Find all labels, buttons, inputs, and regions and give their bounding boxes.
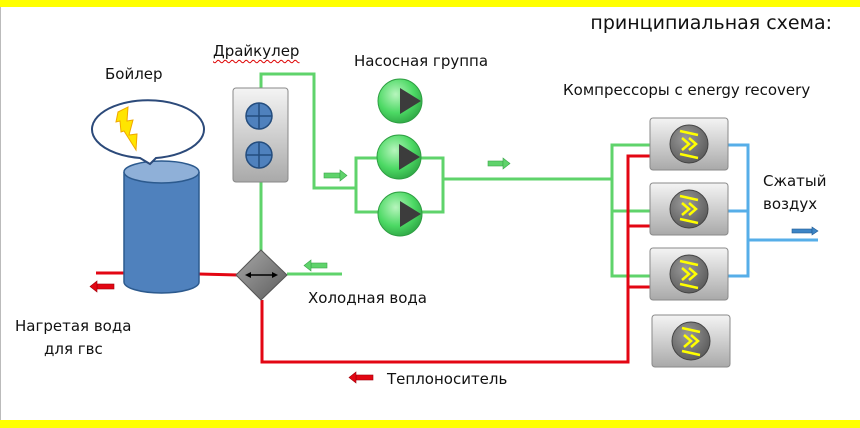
pipe-pump-outlet-manifold [420,156,445,214]
compressor-unit [649,117,729,171]
flow-arrow-heated-water [89,280,115,293]
label-boiler: Бойлер [105,65,163,83]
label-pump-group: Насосная группа [354,52,489,70]
flow-arrow-heat-carrier [348,371,374,384]
diagram-title: принципиальная схема: [590,12,832,34]
label-compressors: Компрессоры с energy recovery [563,81,811,99]
flow-arrow-compressed-air [791,226,819,236]
flow-arrow-pump-inlet [323,169,348,182]
pump-icon [377,191,423,237]
pipe-drycooler-to-pumps [259,72,356,190]
label-compressed-air-2: воздух [763,195,818,213]
drycooler-unit [232,87,289,183]
left-border [0,7,1,420]
pump-icon [377,78,423,124]
flow-arrow-cold-water [303,259,328,272]
label-heated-water-2-text: для гвс [44,340,103,358]
label-heated-water-1: Нагретая вода [15,317,132,335]
label-compressed-air-1: Сжатый [763,172,827,190]
lightning-icon [115,106,138,152]
flow-arrow-to-compressors [487,157,511,170]
label-heat-carrier: Теплоноситель [387,370,508,388]
label-cold-water: Холодная вода [308,289,427,307]
compressor-unit [649,182,729,236]
label-drycooler-text: Драйкулер [213,42,300,60]
top-frame-bar [0,0,860,7]
boiler-tank [123,160,200,294]
label-heated-water-2: для гвс [44,340,103,358]
pipe-heat-carrier-return [260,154,650,364]
compressor-unit [649,247,729,301]
cooling-loop-pipes [259,72,650,278]
pump-icon [376,134,422,180]
compressed-air-pipes [728,143,818,278]
compressor-group [649,117,731,368]
pipe-pump-inlet-manifold [354,156,378,214]
boiler-speech-bubble [91,99,205,166]
heat-exchanger-icon [235,249,288,301]
fan-icon [245,141,273,169]
pipe-exchanger-to-boiler [198,272,239,277]
fan-icon [245,102,273,130]
bottom-frame-bar [0,420,860,428]
compressor-unit [651,314,731,368]
hot-loop-pipes [96,154,650,364]
label-drycooler: Драйкулер [213,42,299,60]
